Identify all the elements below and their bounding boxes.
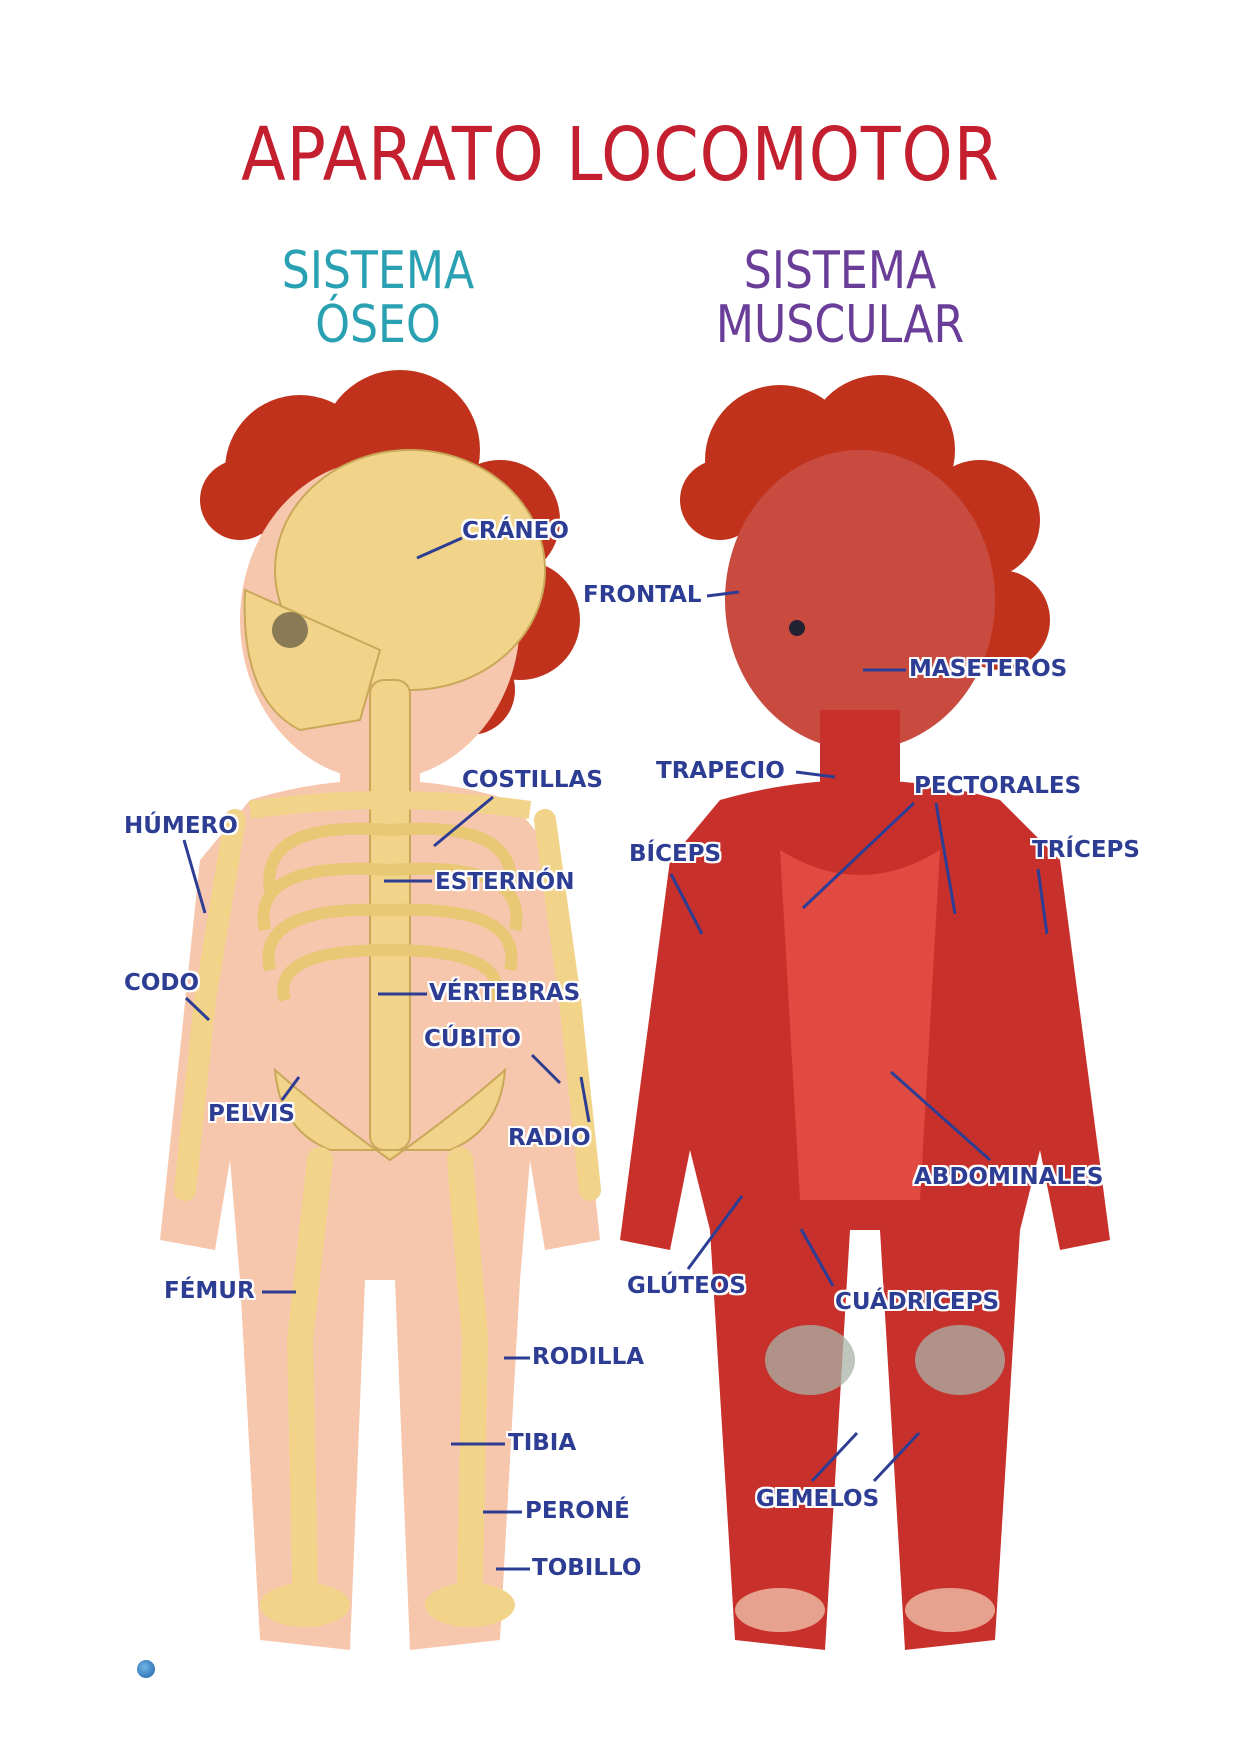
label-costillas: COSTILLAS xyxy=(462,767,603,793)
label-vertebras: VÉRTEBRAS xyxy=(429,980,581,1006)
label-tobillo: TOBILLO xyxy=(532,1555,642,1581)
publisher-logo-icon xyxy=(137,1660,155,1678)
label-esternon: ESTERNÓN xyxy=(435,869,575,895)
ribcage xyxy=(257,822,523,1002)
section-title-line: SISTEMA xyxy=(281,241,475,301)
label-tibia: TIBIA xyxy=(508,1430,577,1456)
leader-lines xyxy=(182,536,1049,1571)
label-biceps: BÍCEPS xyxy=(629,841,722,867)
label-codo: CODO xyxy=(124,970,200,996)
label-maseteros: MASETEROS xyxy=(909,656,1068,682)
feet-bones xyxy=(260,1583,515,1627)
label-trapecio: TRAPECIO xyxy=(656,758,785,784)
label-triceps: TRÍCEPS xyxy=(1032,837,1140,863)
label-pectorales: PECTORALES xyxy=(914,773,1082,799)
knee-tendons xyxy=(765,1325,1005,1395)
arm-bones xyxy=(174,809,601,1201)
label-femur: FÉMUR xyxy=(164,1278,255,1304)
poster-title: APARATO LOCOMOTOR xyxy=(241,112,1000,198)
muscular-figure xyxy=(620,375,1110,1650)
label-radio: RADIO xyxy=(508,1125,591,1151)
section-title-muscular: SISTEMA MUSCULAR xyxy=(687,244,993,352)
section-title-line: SISTEMA xyxy=(743,241,937,301)
label-cuadriceps: CUÁDRICEPS xyxy=(835,1289,1000,1315)
label-craneo: CRÁNEO xyxy=(462,518,569,544)
label-pelvis: PELVIS xyxy=(208,1101,295,1127)
section-title-line: ÓSEO xyxy=(315,295,441,355)
label-frontal: FRONTAL xyxy=(583,582,702,608)
label-cubito: CÚBITO xyxy=(424,1026,521,1052)
label-rodilla: RODILLA xyxy=(532,1344,645,1370)
label-abdominales: ABDOMINALES xyxy=(914,1164,1104,1190)
label-humero: HÚMERO xyxy=(124,813,238,839)
skeleton-figure xyxy=(160,370,601,1650)
section-title-skeletal: SISTEMA ÓSEO xyxy=(251,244,506,352)
leg-bones xyxy=(286,1147,489,1593)
label-gemelos: GEMELOS xyxy=(756,1486,880,1512)
pelvis xyxy=(273,1067,507,1162)
section-title-line: MUSCULAR xyxy=(715,295,965,355)
muscle-body xyxy=(620,780,1110,1650)
label-perone: PERONÉ xyxy=(525,1498,630,1524)
label-gluteos: GLÚTEOS xyxy=(627,1273,746,1299)
